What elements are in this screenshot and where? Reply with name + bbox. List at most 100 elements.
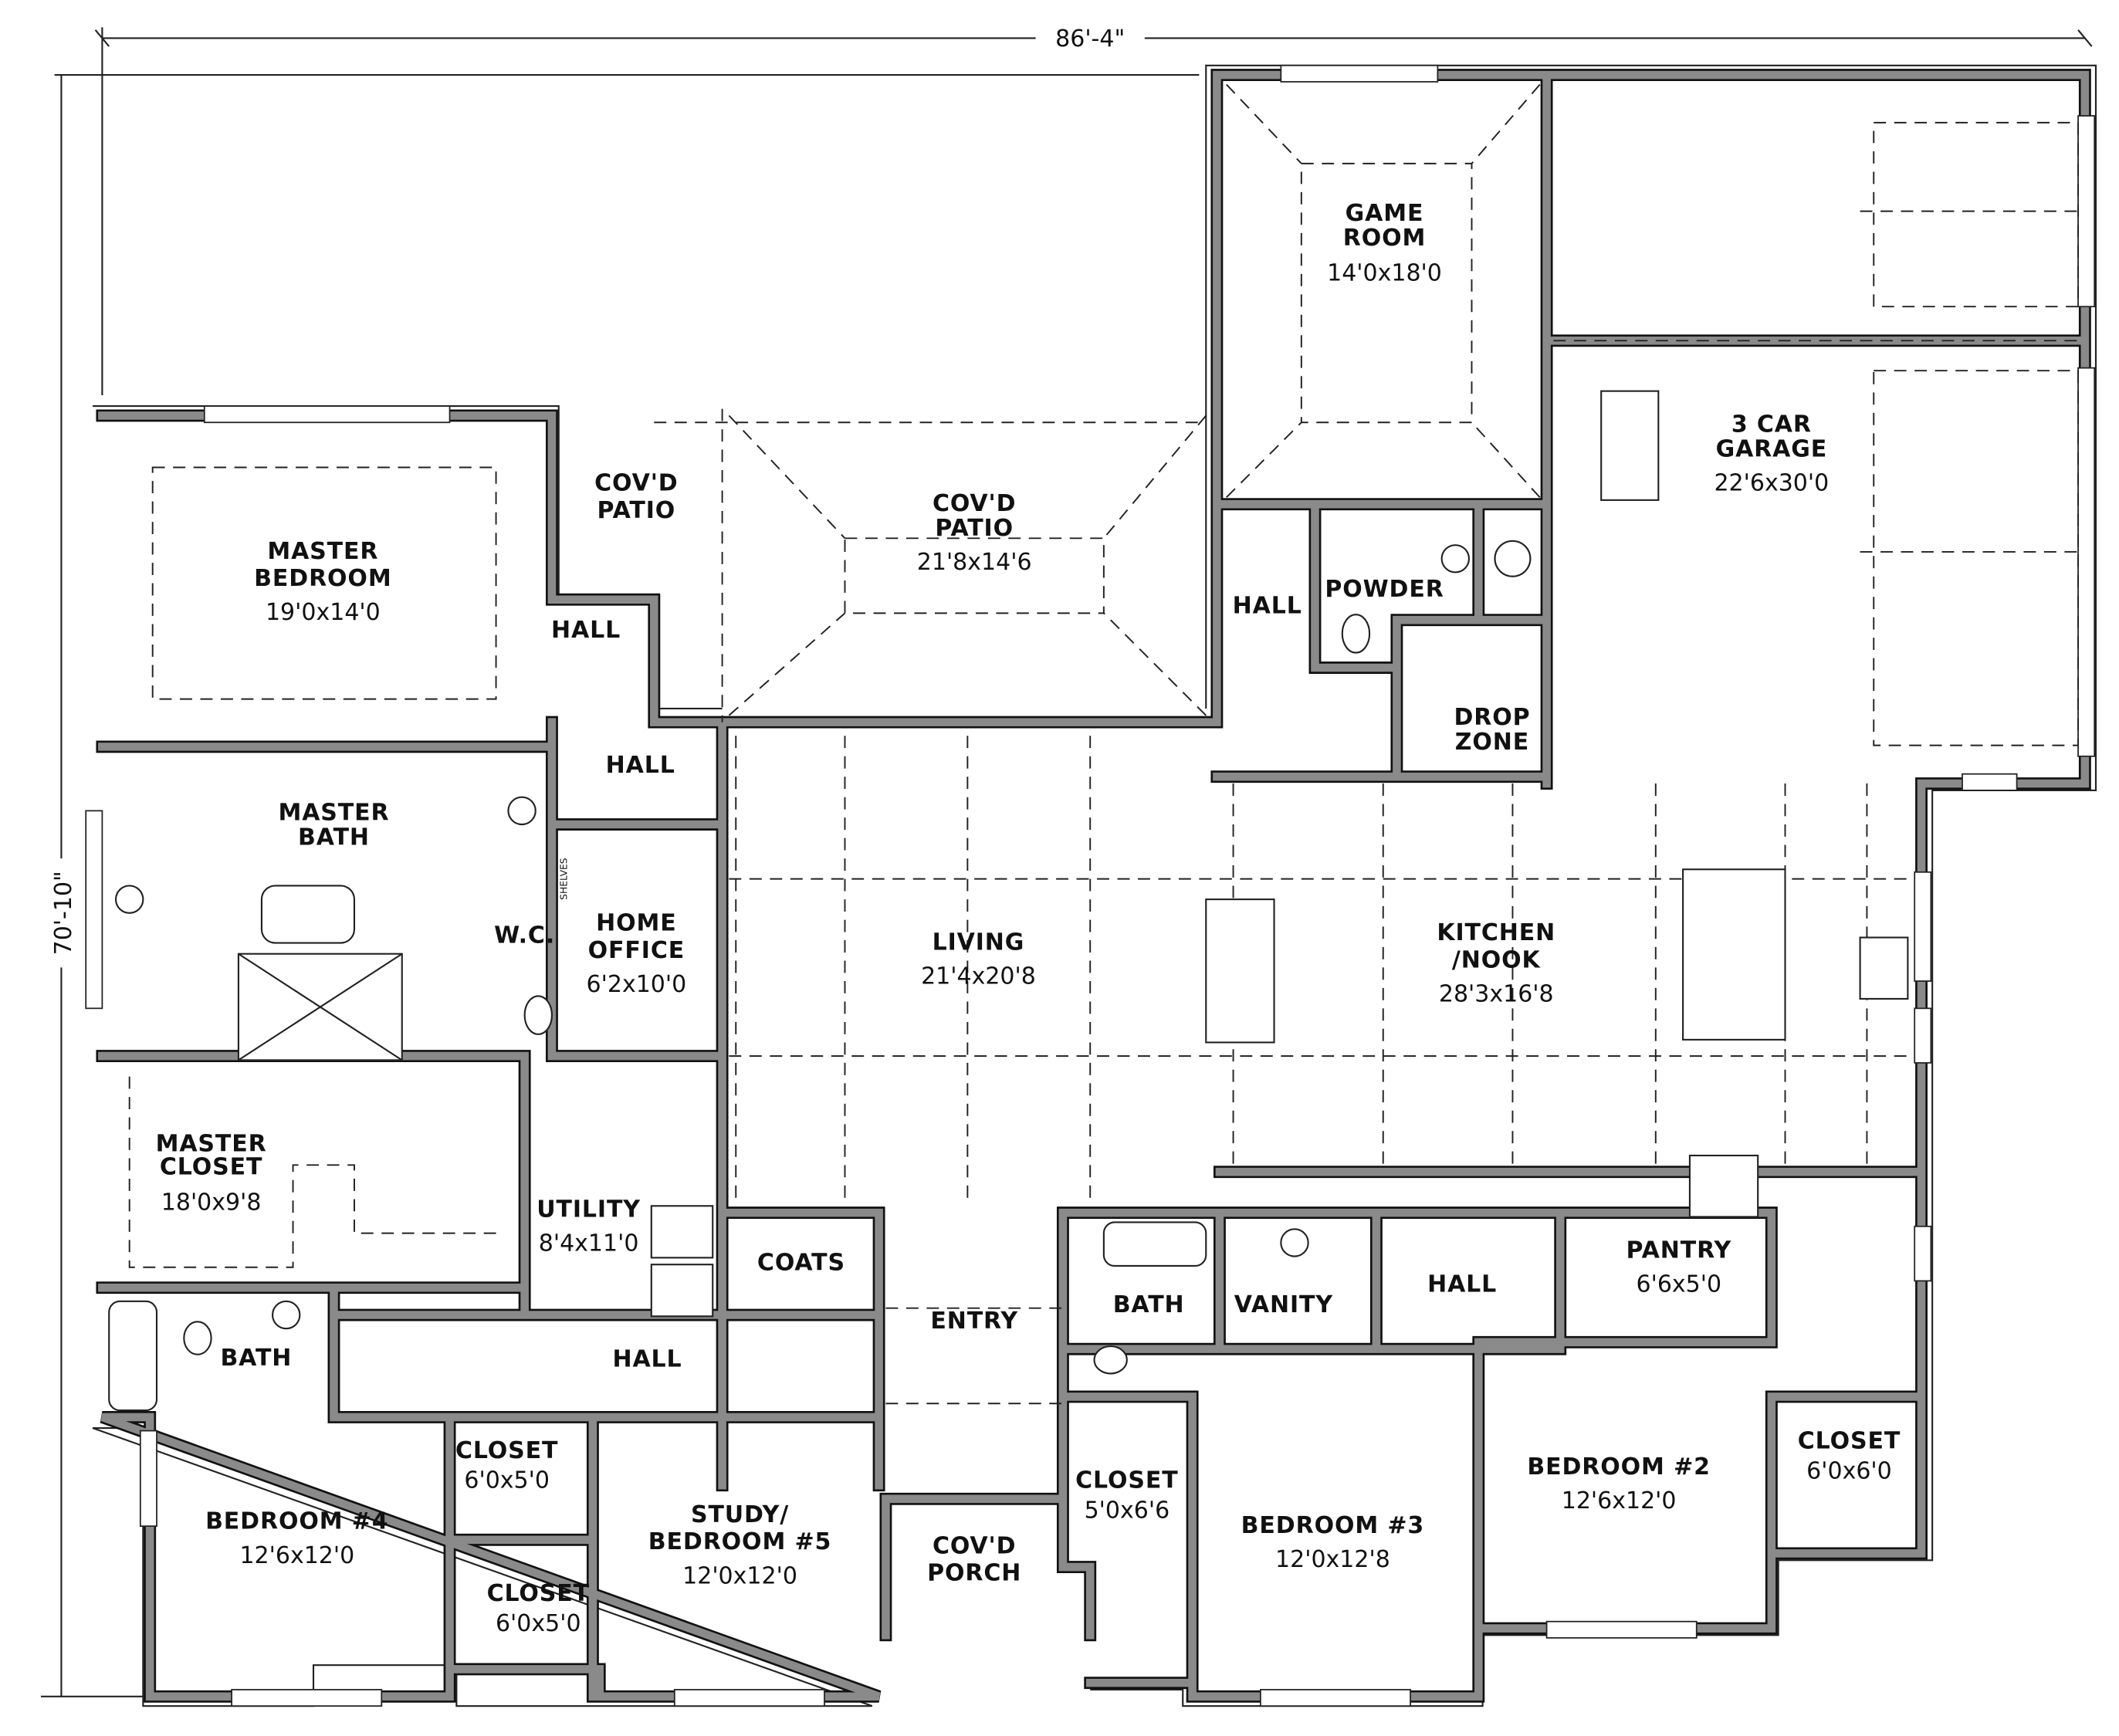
room-label-text: HALL xyxy=(606,752,675,779)
depth-dimension-label: 70'-10" xyxy=(50,871,77,955)
bathtub-icon xyxy=(260,885,356,944)
room-label-text: CLOSET xyxy=(487,1580,590,1607)
room-label-text: KITCHEN xyxy=(1437,919,1555,946)
room-label-text: LIVING xyxy=(933,929,1025,956)
room-bath-left: BATH xyxy=(220,1345,292,1372)
room-label-text: 6'0x6'0 xyxy=(1806,1457,1892,1484)
room-label-text: 12'6x12'0 xyxy=(1562,1487,1677,1514)
room-label-text: ROOM xyxy=(1343,225,1426,252)
room-label-text: /NOOK xyxy=(1452,946,1542,973)
room-label-text: UTILITY xyxy=(537,1196,641,1223)
room-label-text: BATH xyxy=(220,1345,292,1372)
room-label-text: MASTER xyxy=(278,800,389,827)
fridge-icon xyxy=(1688,1154,1759,1218)
room-label-text: 12'0x12'0 xyxy=(682,1562,797,1589)
room-bedroom4: BEDROOM #4 12'6x12'0 xyxy=(205,1508,389,1569)
room-label-text: SHELVES xyxy=(558,858,569,900)
room-label-text: PATIO xyxy=(597,497,676,524)
room-label-text: GAME xyxy=(1346,200,1424,227)
room-label-text: DROP xyxy=(1454,704,1530,731)
room-hall-bedrooms: HALL xyxy=(612,1346,682,1373)
room-label-text: 12'6x12'0 xyxy=(239,1542,354,1569)
bathtub-icon xyxy=(108,1300,158,1412)
stove-icon xyxy=(1859,936,1909,1000)
room-hall-game: HALL xyxy=(1233,592,1302,619)
sink-icon xyxy=(1440,544,1471,574)
room-label-text: OFFICE xyxy=(588,937,685,964)
room-label-text: 3 CAR xyxy=(1731,411,1812,438)
room-bedroom2: BEDROOM #212'6x12'0 xyxy=(1527,1453,1710,1514)
room-label-text: 22'6x30'0 xyxy=(1714,470,1829,497)
room-living: LIVING 21'4x20'8 xyxy=(921,929,1036,990)
room-label-text: CLOSET xyxy=(160,1154,262,1181)
room-label-text: HALL xyxy=(612,1346,682,1373)
room-label-text: PORCH xyxy=(927,1560,1021,1587)
room-label-text: BEDROOM #5 xyxy=(648,1528,832,1555)
room-label-text: PATIO xyxy=(935,515,1014,542)
room-label-text: HALL xyxy=(1233,592,1302,619)
room-label-text: GARAGE xyxy=(1716,435,1828,462)
sink-icon xyxy=(271,1300,301,1330)
room-label-text: CLOSET xyxy=(1075,1467,1178,1494)
fixtures xyxy=(108,390,1909,1412)
room-label-text: HALL xyxy=(551,617,621,644)
sink-icon xyxy=(1280,1228,1309,1257)
room-study: STUDY/BEDROOM #512'0x12'0 xyxy=(648,1501,832,1589)
room-label-text: MASTER xyxy=(267,538,378,565)
width-dimension: 86'-4" xyxy=(54,24,2093,395)
room-label-text: PANTRY xyxy=(1626,1237,1732,1264)
room-label-text: 28'3x16'8 xyxy=(1439,980,1554,1007)
room-label-text: 5'0x6'6 xyxy=(1085,1497,1170,1524)
exterior-outline xyxy=(92,64,2097,1707)
room-label-text: MASTER xyxy=(156,1131,267,1158)
toilet-icon xyxy=(523,995,553,1035)
windows xyxy=(85,64,2096,1707)
toilet-icon xyxy=(1093,1345,1128,1375)
storage-shelf-icon xyxy=(1600,390,1660,501)
kitchen-island-icon xyxy=(1682,868,1786,1041)
bathtub-icon xyxy=(1102,1221,1207,1267)
room-label-text: 12'0x12'8 xyxy=(1275,1546,1390,1573)
room-label-text: COV'D xyxy=(594,470,678,497)
room-label-text: ZONE xyxy=(1455,729,1529,756)
room-closet-c: CLOSET 5'0x6'6 xyxy=(1075,1467,1178,1524)
room-label-text: HOME xyxy=(596,910,677,937)
room-label-text: BATH xyxy=(1113,1291,1185,1318)
room-label-text: HALL xyxy=(1427,1271,1497,1298)
sink-icon xyxy=(114,885,144,914)
room-label-text: COV'D xyxy=(933,1532,1016,1559)
room-label-text: 21'4x20'8 xyxy=(921,963,1036,990)
room-label-text: W.C. xyxy=(494,922,555,949)
room-label-text: COATS xyxy=(757,1249,845,1276)
width-dimension-label: 86'-4" xyxy=(1055,25,1125,52)
fireplace-icon xyxy=(1205,898,1275,1044)
room-vanity: VANITY xyxy=(1234,1291,1333,1318)
room-wc: W.C. xyxy=(494,922,555,949)
room-label-text: BEDROOM #4 xyxy=(205,1508,389,1535)
room-hall-right: HALL xyxy=(1427,1271,1497,1298)
washer-icon xyxy=(650,1205,714,1259)
room-bath-mid: BATH xyxy=(1113,1291,1185,1318)
room-label-text: COV'D xyxy=(933,490,1016,517)
room-label-text: POWDER xyxy=(1325,576,1444,603)
room-label-text: CLOSET xyxy=(455,1437,558,1464)
room-label-text: BATH xyxy=(298,824,370,851)
room-hall-office: HALL xyxy=(606,752,675,779)
room-label-text: 6'6x5'0 xyxy=(1637,1271,1722,1298)
room-label-text: 6'2x10'0 xyxy=(587,971,687,998)
room-label-text: CLOSET xyxy=(1798,1428,1901,1455)
dryer-icon xyxy=(650,1264,714,1318)
depth-dimension: 70'-10" xyxy=(40,75,151,1697)
